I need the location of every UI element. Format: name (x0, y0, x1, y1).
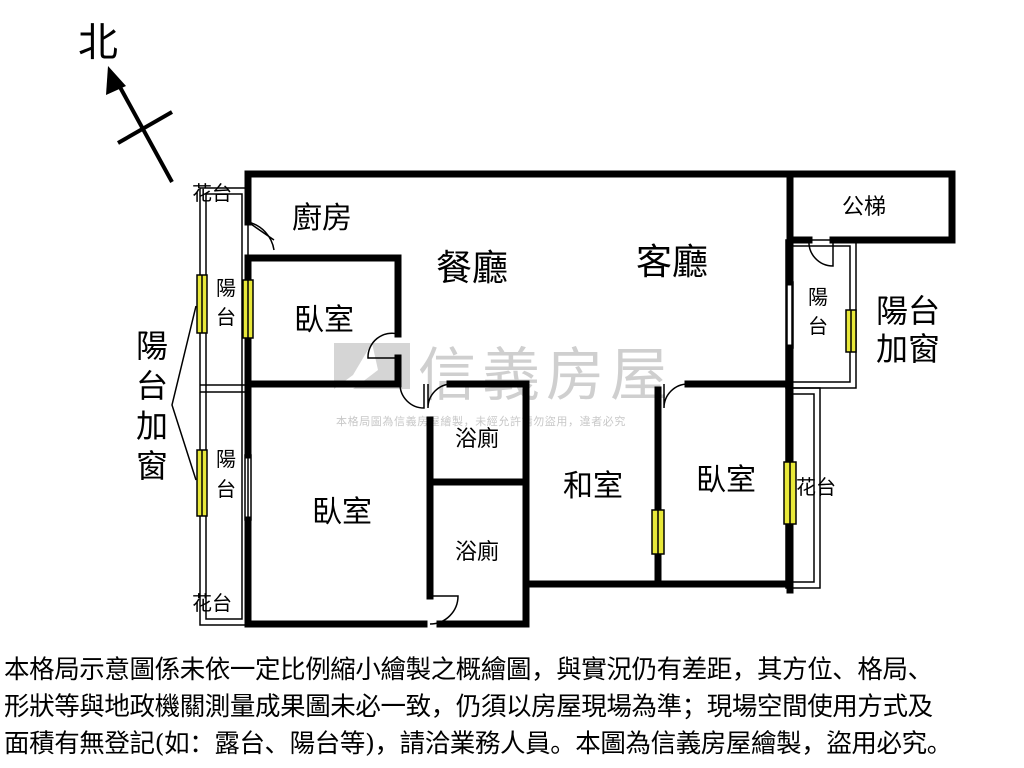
room-public-stair: 公梯 (842, 195, 886, 220)
room-bathroom-2: 浴廁 (455, 540, 499, 565)
balcony-right-2: 台 (808, 314, 828, 338)
room-japanese: 和室 (563, 469, 623, 504)
watermark-notice: 本格局圖為信義房屋繪製，未經允許請勿盜用，違者必究 (336, 414, 626, 428)
flower-bed-bottom: 花台 (192, 591, 232, 615)
disclaimer-line-3: 面積有無登記(如：露台、陽台等)，請洽業務人員。本圖為信義房屋繪製，盜用必究。 (4, 729, 952, 759)
balcony-right-1: 陽 (808, 285, 828, 309)
note-left-4: 窗 (136, 447, 168, 485)
room-bedroom-2: 臥室 (312, 495, 372, 530)
disclaimer: 本格局示意圖係未依一定比例縮小繪製之概繪圖，與實況仍有差距，其方位、格局、 形狀… (4, 652, 1022, 763)
flower-bed-right: 花台 (796, 475, 836, 499)
sliding-doors (244, 281, 794, 521)
watermark-brand: 信義房屋 (418, 341, 674, 409)
room-dining: 餐廳 (436, 248, 508, 289)
room-kitchen: 廚房 (292, 201, 352, 236)
note-right-1: 陽台 (876, 292, 940, 330)
note-left-1: 陽 (136, 327, 168, 365)
floor-plan: 北 信義房屋 本格局圖為信義房屋繪製，未經允許請勿盜用，違者必究 (78, 20, 956, 628)
room-living: 客廳 (636, 242, 708, 283)
note-left-3: 加 (136, 407, 168, 445)
doors (247, 221, 834, 625)
annotation-lines (171, 305, 197, 481)
room-bathroom-1: 浴廁 (455, 427, 499, 452)
north-label: 北 (78, 20, 118, 66)
windows (196, 274, 857, 555)
balcony-left-lower-1: 陽 (216, 447, 236, 471)
balcony-left-lower-2: 台 (216, 477, 236, 501)
flower-bed-top: 花台 (192, 181, 232, 205)
disclaimer-line-1: 本格局示意圖係未依一定比例縮小繪製之概繪圖，與實況仍有差距，其方位、格局、 (4, 655, 933, 685)
north-arrow-icon (106, 66, 174, 183)
note-right-2: 加窗 (876, 330, 940, 368)
room-bedroom-1: 臥室 (294, 303, 354, 338)
balcony-left-upper-2: 台 (216, 305, 236, 329)
note-left-2: 台 (136, 367, 168, 405)
room-bedroom-3: 臥室 (696, 463, 756, 498)
disclaimer-line-2: 形狀等與地政機關測量成果圖未必一致，仍須以房屋現場為準；現場空間使用方式及 (4, 692, 933, 722)
balcony-left-upper-1: 陽 (216, 276, 236, 300)
